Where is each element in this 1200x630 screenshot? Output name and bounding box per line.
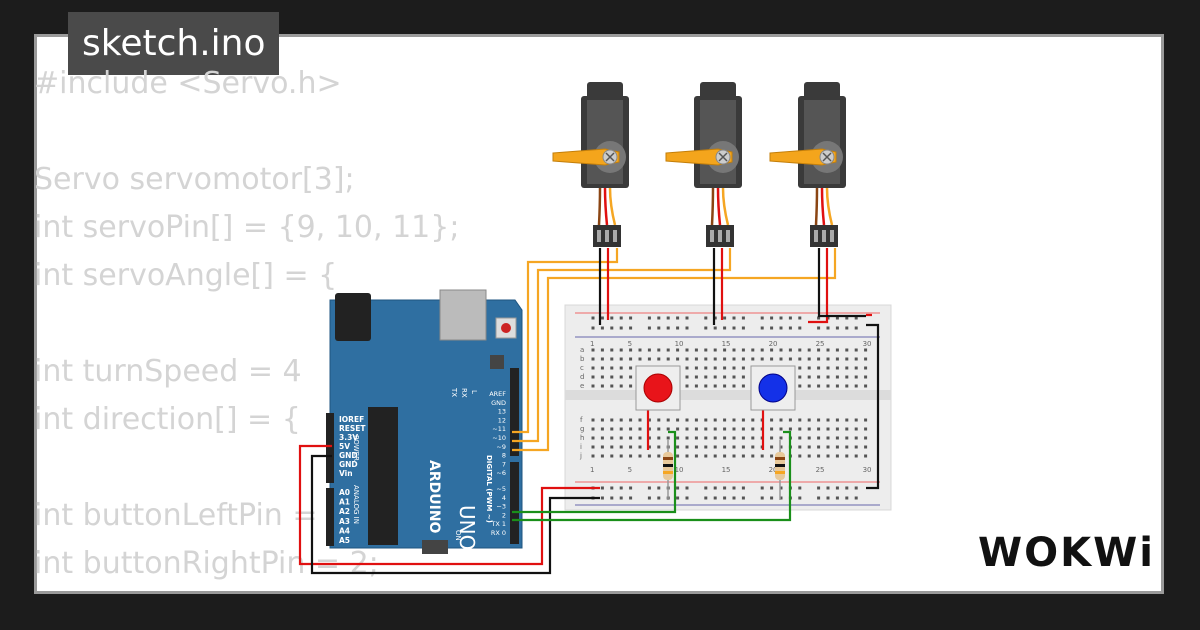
power-header-label: POWER — [352, 435, 360, 461]
digital-pin-label: RX 0 — [491, 529, 506, 537]
wire-5v — [298, 444, 600, 566]
digital-pin-label: ~10 — [492, 434, 506, 442]
code-line: #include <Servo.h> — [34, 66, 342, 101]
breadboard-column-number: 20 — [769, 466, 778, 474]
servo-middle — [665, 82, 742, 247]
power-pin-label: 3.3V — [339, 433, 358, 442]
breadboard-column-number: 15 — [722, 466, 731, 474]
breadboard-row-letter: g — [580, 425, 584, 433]
power-pin-label: GND — [339, 460, 358, 469]
digital-pin-label: 12 — [498, 416, 506, 424]
analog-header-label: ANALOG IN — [352, 485, 360, 524]
servo-left — [552, 82, 629, 247]
breadboard-row-letter: c — [580, 364, 584, 372]
wokwi-logo: WOKWi — [978, 530, 1155, 576]
digital-pin-label: AREF — [489, 390, 506, 398]
analog-pin-label: A1 — [339, 498, 350, 507]
wire-button-right — [512, 430, 792, 522]
arduino-uno-board: ARDUINO UNO POWER ANALOG IN DIGITAL (PWM… — [326, 289, 523, 554]
pushbutton-left — [635, 365, 681, 411]
digital-pin-label: 2 — [502, 511, 506, 519]
digital-pin-label: 7 — [502, 460, 506, 468]
arduino-brand-label: ARDUINO — [426, 460, 442, 534]
power-pin-label: GND — [339, 451, 358, 460]
breadboard-column-number: 30 — [863, 466, 872, 474]
power-pin-label: IOREF — [339, 415, 364, 424]
digital-pin-label: ~5 — [496, 485, 506, 493]
power-jack — [335, 293, 371, 341]
breadboard-column-number: 15 — [722, 340, 731, 348]
digital-pin-label: ~9 — [496, 443, 506, 451]
breadboard-column-number: 25 — [816, 340, 825, 348]
power-pin-label: 5V — [339, 442, 350, 451]
resistor-left — [663, 440, 673, 500]
digital-pin-label: ~11 — [492, 425, 506, 433]
breadboard-column-number: 10 — [675, 340, 684, 348]
sketch-filename-tab[interactable]: sketch.ino — [68, 12, 280, 75]
on-led-label: ON — [454, 530, 462, 541]
digital-pin-label: 13 — [498, 408, 506, 416]
code-line: int direction[] = { — [34, 402, 301, 437]
analog-pin-label: A5 — [339, 536, 350, 545]
code-line: int servoAngle[] = { — [34, 258, 338, 293]
wire-gnd — [310, 454, 600, 575]
digital-pin-label: TX 1 — [490, 520, 506, 528]
resistor-right — [775, 440, 785, 500]
breadboard-row-letter: e — [580, 382, 584, 390]
code-line: Servo servomotor[3]; — [34, 162, 355, 197]
digital-header-label: DIGITAL (PWM ~) — [485, 455, 493, 523]
code-line: int servoPin[] = {9, 10, 11}; — [34, 210, 460, 245]
code-line: int turnSpeed = 4 — [34, 354, 302, 389]
breadboard-column-number: 5 — [628, 340, 632, 348]
code-preview: #include <Servo.h> Servo servomotor[3]; in… — [34, 60, 459, 588]
tx-led-label: TX — [450, 387, 458, 397]
wire-servo1-signal — [512, 248, 619, 434]
pushbutton-right — [750, 365, 796, 411]
breadboard-column-number: 10 — [675, 466, 684, 474]
breadboard-row-letter: a — [580, 346, 584, 354]
breadboard-row-letter: h — [580, 434, 584, 442]
wire-servo2-signal — [512, 248, 732, 443]
atmega-chip — [368, 407, 398, 545]
analog-pin-label: A4 — [339, 526, 350, 535]
analog-pin-label: A3 — [339, 517, 350, 526]
breadboard-column-number: 1 — [590, 466, 594, 474]
rx-led-label: RX — [460, 388, 468, 398]
digital-pin-label: 4 — [502, 494, 506, 502]
l-led-label: L — [470, 390, 478, 394]
usb-port — [439, 289, 487, 341]
digital-pin-label: GND — [491, 399, 506, 407]
breadboard-column-number: 5 — [628, 466, 632, 474]
analog-pin-label: A0 — [339, 488, 350, 497]
breadboard-column-number: 1 — [590, 340, 594, 348]
breadboard-row-letter: j — [579, 452, 582, 460]
digital-pin-label: ~3 — [496, 503, 506, 511]
digital-pin-label: ~6 — [496, 469, 506, 477]
wire-button-left — [512, 430, 677, 514]
breadboard-row-letter: d — [580, 373, 584, 381]
servo-right — [769, 82, 846, 247]
breadboard-column-number: 25 — [816, 466, 825, 474]
arduino-model-label: UNO — [455, 505, 479, 550]
breadboard-row-letter: b — [580, 355, 585, 363]
digital-pin-label: 8 — [502, 452, 506, 460]
breadboard-column-number: 30 — [863, 340, 872, 348]
analog-pin-label: A2 — [339, 507, 350, 516]
power-pin-label: RESET — [339, 424, 366, 433]
wires — [298, 248, 880, 575]
breadboard-column-number: 20 — [769, 340, 778, 348]
wire-servo3-signal — [512, 248, 837, 452]
breadboard-row-letter: i — [580, 443, 582, 451]
power-pin-label: Vin — [339, 469, 353, 478]
breadboard-row-letter: f — [580, 416, 583, 424]
